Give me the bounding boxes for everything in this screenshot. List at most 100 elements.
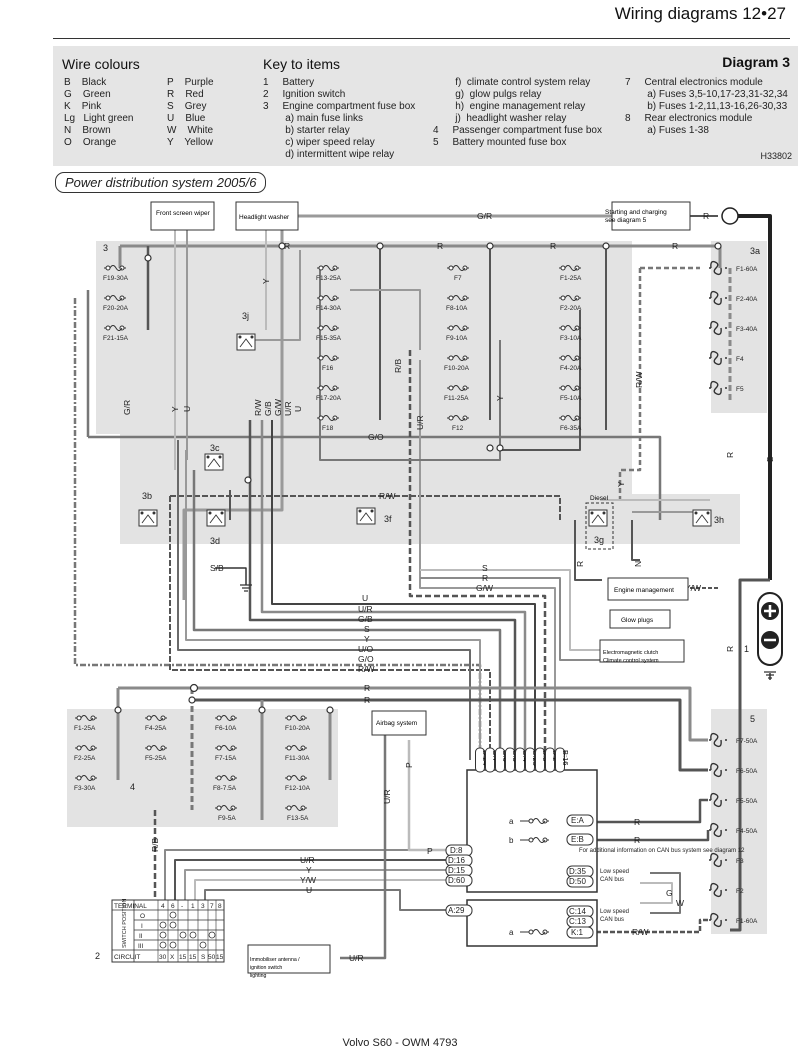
fuse-label: F2-20A	[560, 305, 582, 312]
connector-pin-label: B:16	[561, 750, 570, 765]
wire-label: U/R	[349, 953, 364, 963]
wire-label: U/R	[283, 401, 293, 416]
wire-label: G/O	[368, 432, 384, 442]
wire-label: R	[672, 241, 678, 251]
wire-label: Y/W	[300, 875, 316, 885]
wire-label: U	[182, 406, 192, 412]
switch-row: O	[140, 913, 145, 920]
switch-row: III	[138, 943, 144, 950]
can-note: For additional information on CAN bus sy…	[579, 848, 745, 854]
fuse-label: F20-20A	[103, 305, 129, 312]
wire-label: P	[427, 846, 433, 856]
front-wiper-label: Front screen wiper	[156, 210, 211, 217]
fuse-label: F13-25A	[316, 275, 342, 282]
wire-label: R/W	[634, 371, 644, 388]
connector-pin-frame	[505, 747, 515, 773]
wire-label: W	[676, 898, 684, 908]
pin-EA: E:A	[571, 816, 585, 825]
item-label: 3a	[750, 246, 760, 256]
wire-label: G/W	[476, 583, 493, 593]
pin-K1: K:1	[571, 928, 584, 937]
pin-EB: E:B	[571, 835, 584, 844]
item-label: 2	[95, 951, 100, 961]
key-panel: Wire colours Key to items Diagram 3 B Bl…	[53, 46, 798, 166]
wire-label: R	[725, 452, 735, 458]
wire-label: U/R	[358, 604, 373, 614]
fuse-label: F6-10A	[215, 725, 237, 732]
diagram-number: Diagram 3	[722, 54, 790, 70]
item-label: 3c	[210, 443, 220, 453]
glow-plugs-label: Glow plugs	[621, 617, 654, 624]
wire-label: R/W	[632, 927, 649, 937]
wire-label: R/B	[150, 838, 160, 853]
fuse-label: F13-5A	[287, 815, 309, 822]
fuse-label: F1-60A	[736, 266, 758, 273]
wire-label: R	[364, 695, 370, 705]
module-fuse-a8: a	[509, 928, 514, 937]
item-label: 3h	[714, 515, 724, 525]
wire-label: S	[482, 563, 488, 573]
wire-label: Y	[616, 481, 626, 487]
fuse-labels: F19-30A F20-20A F21-15A F13-25A F14-30A …	[74, 266, 758, 925]
circuit-cell: 15	[189, 954, 197, 961]
items-list-3: 7 Central electronics module a) Fuses 3,…	[625, 77, 788, 136]
fuse-label: F6-50A	[736, 768, 758, 775]
footer: Volvo S60 - OWM 4793	[342, 1037, 458, 1049]
wire-label: S	[364, 624, 370, 634]
connector-pin-frame	[525, 747, 535, 773]
item-label: 3d	[210, 536, 220, 546]
connector-pin-frame	[495, 747, 505, 773]
item-label: 1	[744, 644, 749, 654]
fuse-label: F12-10A	[285, 785, 311, 792]
fuse-label: F7	[454, 275, 462, 282]
wire-label: R	[725, 646, 735, 652]
connector-pin-frame	[535, 747, 545, 773]
connector-pin-frame	[475, 747, 485, 773]
items-list-1: 1 Battery 2 Ignition switch 3 Engine com…	[263, 77, 416, 160]
fuse-label: F11-30A	[285, 755, 310, 762]
wire-label: Y	[306, 865, 312, 875]
wire-label: U/R	[382, 789, 392, 804]
wire-label: G	[666, 888, 673, 898]
fuse-label: F4-25A	[145, 725, 167, 732]
fuse-label: F3-30A	[74, 785, 96, 792]
items-list-2: f) climate control system relay g) glow …	[433, 77, 602, 148]
headlight-washer-label: Headlight washer	[239, 214, 290, 221]
fuse-box-4-panel	[67, 709, 338, 827]
fuse-label: F10-20A	[444, 365, 470, 372]
airbag-label: Airbag system	[376, 720, 417, 727]
wire-label: S/B	[210, 563, 224, 573]
pin-C14: C:14	[569, 907, 586, 916]
page-header: Wiring diagrams 12•27	[0, 0, 800, 40]
wire-label: R/W	[253, 399, 263, 416]
connector-pin-frame	[545, 747, 555, 773]
system-title: Power distribution system 2005/6	[55, 172, 267, 193]
pin-D35: D:35	[569, 867, 586, 876]
wire-harness	[73, 214, 772, 960]
component-boxes: Front screen wiper Headlight washer Star…	[150, 201, 691, 979]
fuse-label: F19-30A	[103, 275, 129, 282]
fuse-label: F1-25A	[560, 275, 582, 282]
wire-label: R	[634, 817, 640, 827]
diagram-ref: H33802	[760, 151, 792, 161]
wire-label: U/O	[358, 644, 374, 654]
item-label: 3f	[384, 514, 392, 524]
circuit-cell: X	[170, 954, 175, 961]
switch-row: I	[141, 923, 143, 930]
ground-icon	[240, 584, 252, 592]
circuit-cell: 30	[159, 954, 167, 961]
wire-labels: G/R R R R R R G/O R/W S/B S R G/W Y/W U …	[122, 211, 775, 963]
switch-header: -	[181, 903, 183, 910]
fuse-label: F4-20A	[560, 365, 582, 372]
fuse-label: F18	[322, 425, 334, 432]
fuse-label: F6-35A	[560, 425, 582, 432]
fuse-label: F3-40A	[736, 326, 758, 333]
wire-label: R	[703, 211, 709, 221]
wire-label: R	[550, 241, 556, 251]
connector-pin-frame	[515, 747, 525, 773]
item-label: 5	[750, 714, 755, 724]
